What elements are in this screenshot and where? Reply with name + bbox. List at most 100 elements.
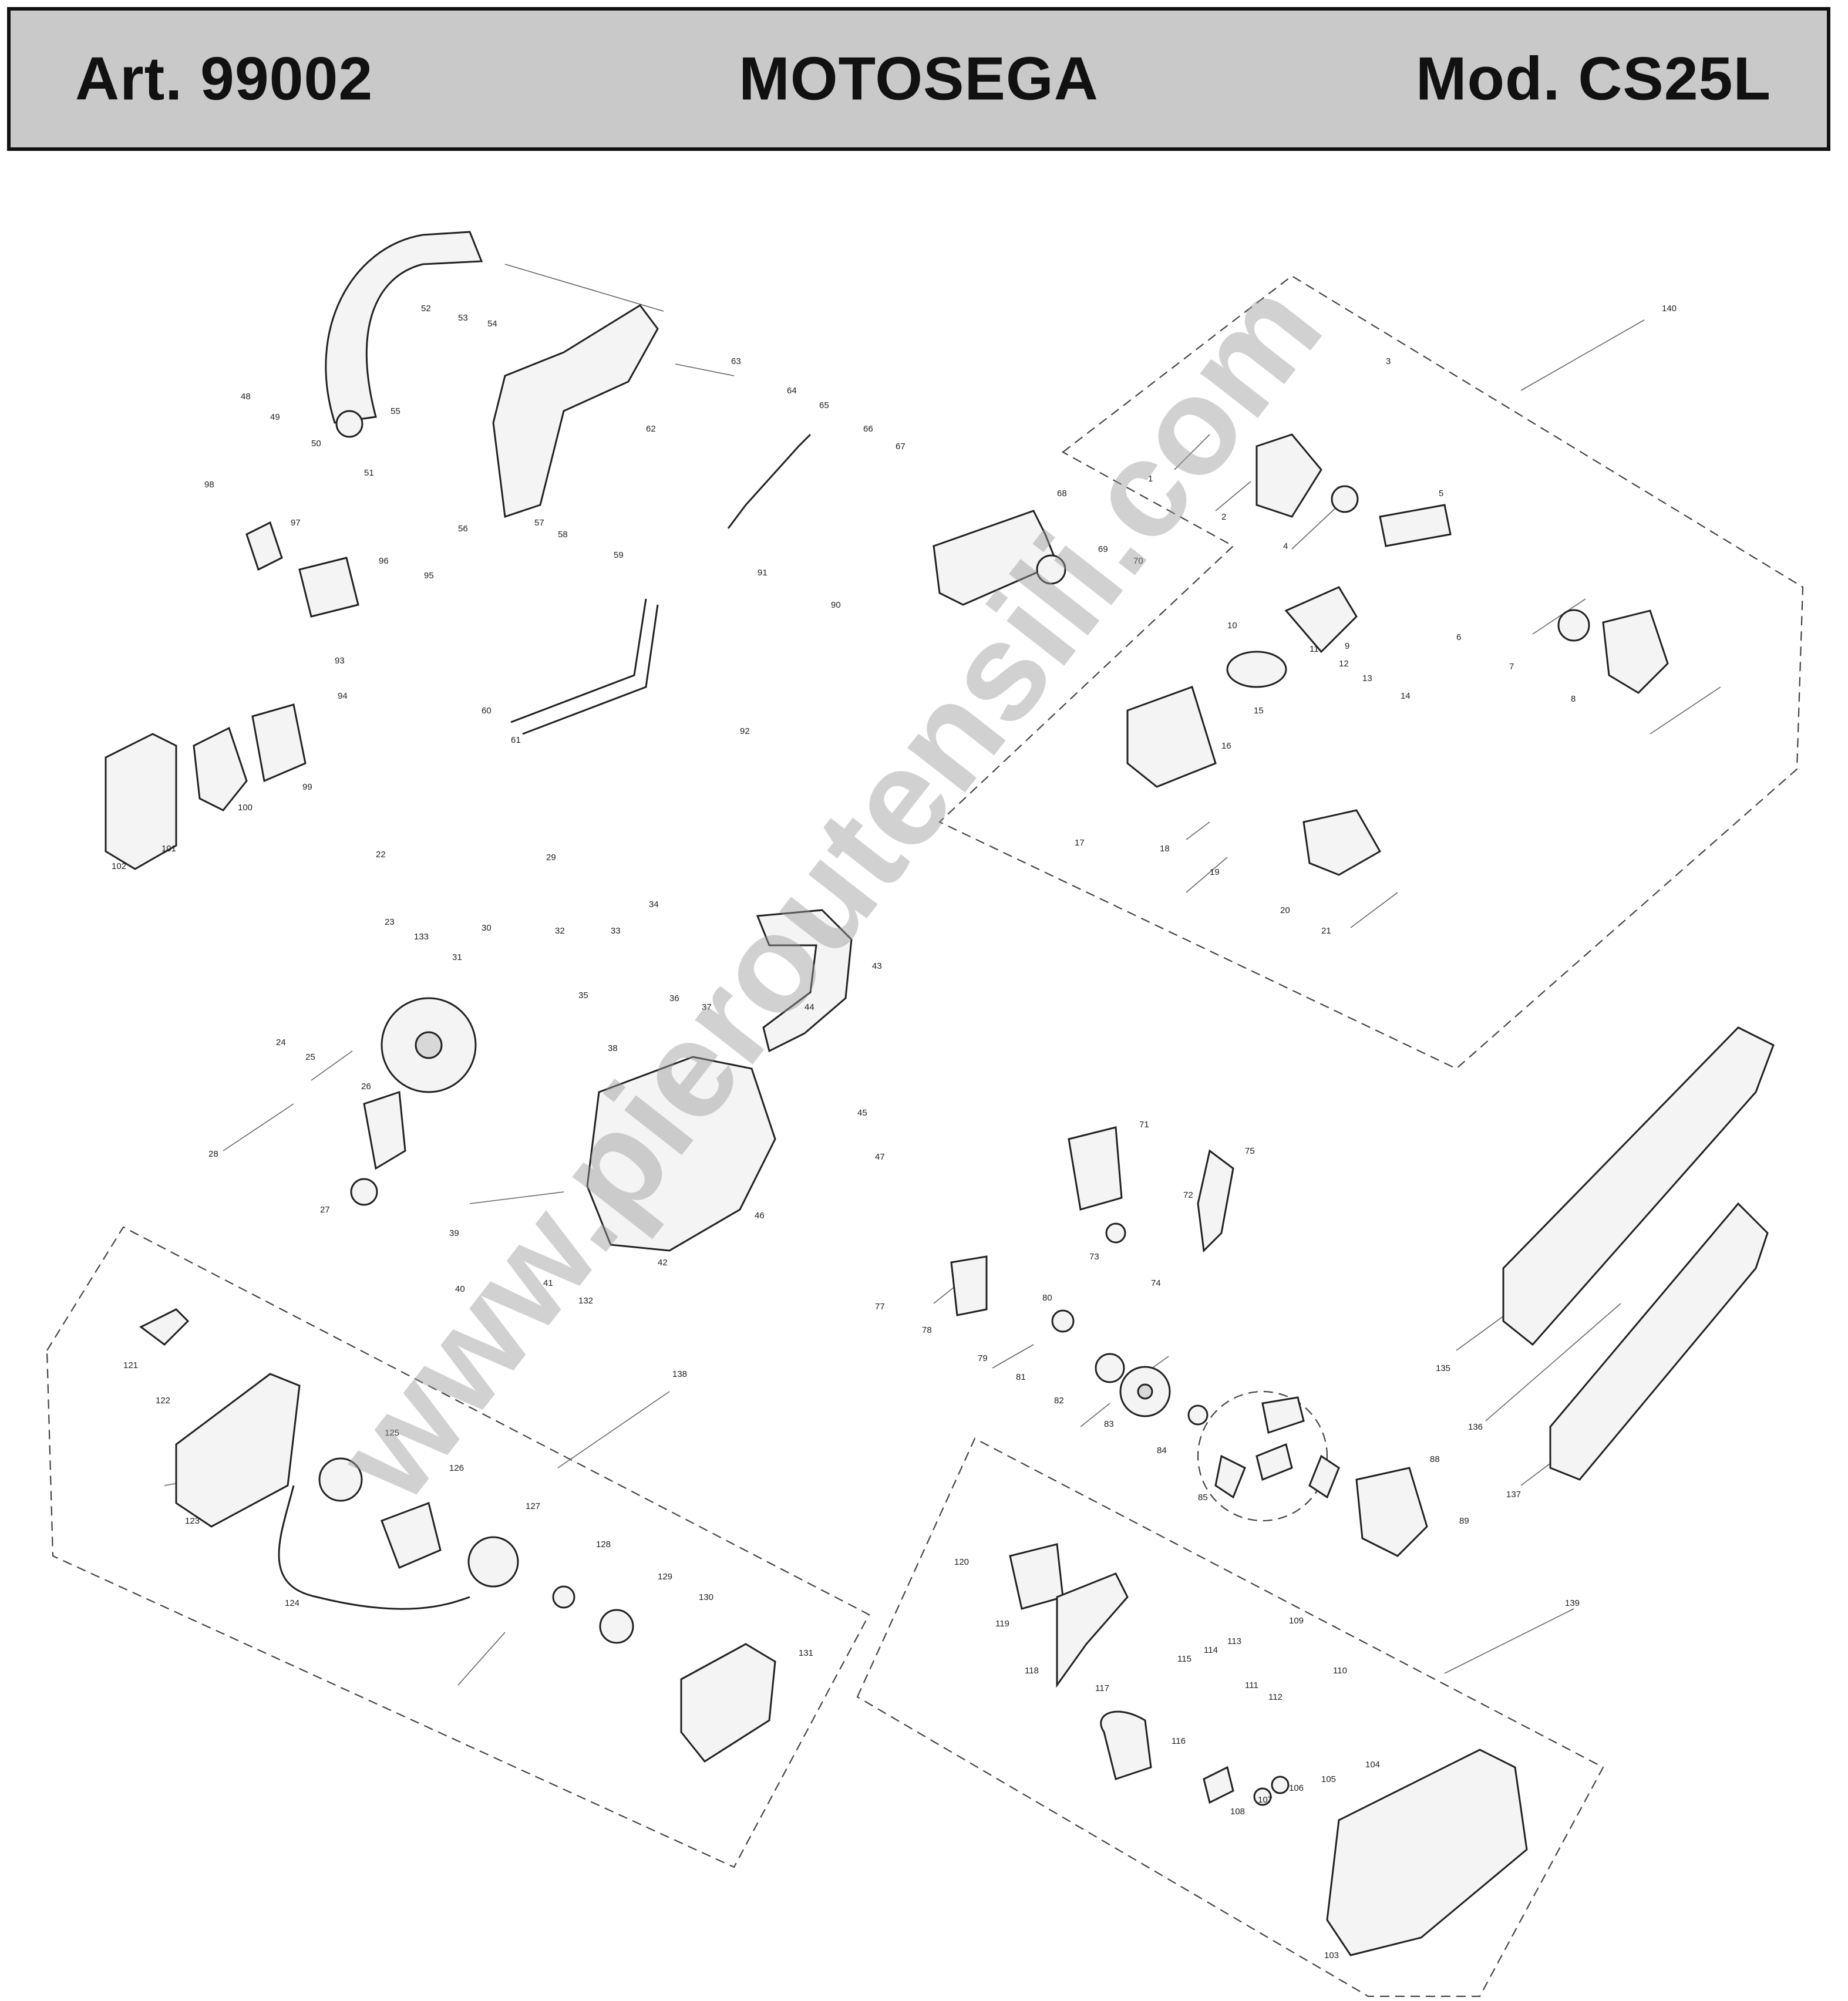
brake-clutch-cover-group [1009,1543,1528,1956]
callout-39: 39 [449,1228,459,1238]
callout-16: 16 [1221,741,1231,751]
callout-31: 31 [452,952,462,962]
callout-58: 58 [558,530,568,540]
callout-35: 35 [578,991,588,1000]
callout-2: 2 [1221,512,1226,522]
callout-9: 9 [1345,641,1349,651]
callout-139: 139 [1565,1598,1580,1608]
callout-116: 116 [1172,1736,1186,1746]
callout-71: 71 [1139,1120,1149,1130]
callout-37: 37 [702,1002,712,1012]
air-filter-carburetor-group [105,521,359,870]
callout-100: 100 [238,803,253,813]
callout-30: 30 [482,923,492,933]
callout-104: 104 [1365,1760,1380,1770]
callout-89: 89 [1459,1516,1469,1526]
callout-68: 68 [1057,489,1067,498]
callout-81: 81 [1016,1372,1026,1382]
callout-38: 38 [608,1043,618,1053]
starter-group [139,1308,776,1763]
callout-7: 7 [1509,662,1514,672]
callout-69: 69 [1098,544,1108,554]
group-140-boundary [938,275,1804,1070]
callout-20: 20 [1280,905,1290,915]
callout-117: 117 [1095,1683,1109,1693]
callout-112: 112 [1268,1692,1283,1702]
callout-1: 1 [1148,474,1153,484]
callout-70: 70 [1133,556,1143,566]
callout-51: 51 [364,468,374,478]
callout-91: 91 [758,568,768,578]
callout-130: 130 [699,1592,713,1602]
callout-118: 118 [1025,1666,1039,1676]
callout-19: 19 [1210,867,1220,877]
callout-12: 12 [1339,659,1349,669]
callout-120: 120 [954,1557,969,1567]
callout-44: 44 [804,1002,814,1012]
callout-124: 124 [285,1598,299,1608]
callout-122: 122 [156,1396,170,1406]
callout-95: 95 [424,571,434,581]
flywheel-ignition-group [350,997,477,1206]
clutch-group-boundary [1197,1390,1328,1522]
callout-133: 133 [414,932,429,942]
callout-34: 34 [649,900,659,909]
callout-113: 113 [1227,1636,1241,1646]
throttle-trigger-housing [933,510,1066,606]
callout-27: 27 [320,1205,330,1215]
callout-56: 56 [458,524,468,534]
watermark: www.pieroutensili.com [307,252,1351,1528]
callout-22: 22 [376,850,386,860]
callout-93: 93 [335,656,345,666]
callout-53: 53 [458,313,468,323]
callout-43: 43 [872,961,882,971]
callout-41: 41 [543,1278,553,1288]
callout-80: 80 [1042,1293,1052,1303]
callout-121: 121 [123,1360,138,1370]
callout-135: 135 [1436,1363,1450,1373]
callout-26: 26 [361,1082,371,1092]
callout-129: 129 [658,1572,672,1582]
callout-72: 72 [1183,1190,1193,1200]
rear-handle-guard [756,909,853,1053]
callout-102: 102 [112,861,126,871]
callout-106: 106 [1289,1783,1304,1793]
callout-138: 138 [672,1369,687,1379]
callout-137: 137 [1506,1490,1521,1500]
callout-123: 123 [185,1516,200,1526]
callout-33: 33 [611,926,621,936]
callout-75: 75 [1245,1146,1255,1156]
callout-52: 52 [421,304,431,314]
title-banner: Art. 99002 MOTOSEGA Mod. CS25L [7,7,1830,151]
front-handle-bar [325,231,483,438]
callout-4: 4 [1283,541,1288,551]
callout-48: 48 [241,392,251,402]
callout-64: 64 [787,386,797,396]
callout-97: 97 [291,518,301,528]
callout-111: 111 [1245,1680,1258,1690]
callout-40: 40 [455,1284,465,1294]
callout-47: 47 [875,1152,885,1162]
callout-45: 45 [857,1108,867,1118]
callout-99: 99 [302,782,312,792]
callout-17: 17 [1075,838,1085,848]
callout-73: 73 [1089,1252,1099,1262]
callout-128: 128 [596,1540,611,1549]
group-138-boundary [46,1226,870,1868]
callout-85: 85 [1198,1493,1208,1503]
callout-62: 62 [646,424,656,434]
callout-55: 55 [391,406,400,416]
callout-65: 65 [819,400,829,410]
callout-23: 23 [385,917,395,927]
callout-84: 84 [1157,1446,1167,1456]
drawing-title: MOTOSEGA [739,45,1099,113]
callout-42: 42 [658,1258,668,1268]
callout-15: 15 [1254,706,1264,716]
callout-119: 119 [995,1619,1009,1629]
callout-131: 131 [799,1648,813,1658]
callout-108: 108 [1230,1807,1245,1817]
callout-49: 49 [270,412,280,422]
callout-46: 46 [755,1211,765,1221]
fuel-lines [510,433,812,735]
